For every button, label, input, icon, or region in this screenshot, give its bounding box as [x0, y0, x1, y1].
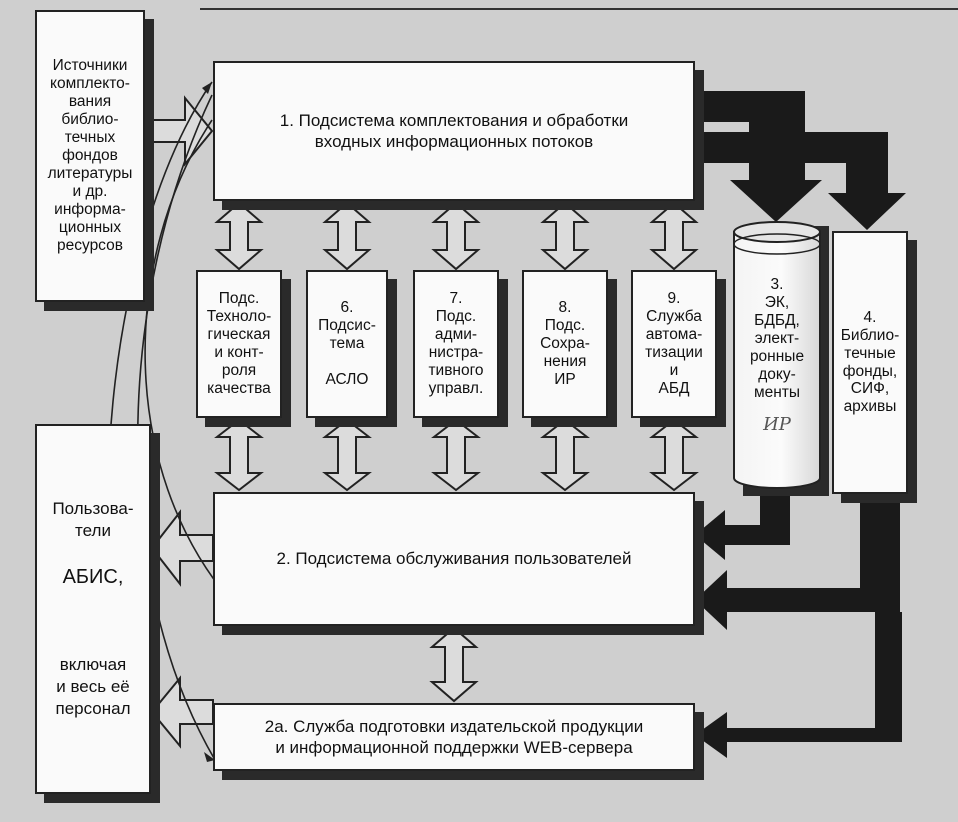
sources-box: Источники комплекто- вания библио- течны…: [35, 10, 145, 302]
curve-s1-to-s2: [144, 119, 231, 601]
arrow-s2a-to-users: [150, 675, 214, 749]
arrow-s4-to-s2: [695, 494, 900, 630]
light-arrows: [144, 95, 214, 749]
subsystem-1-box: 1. Подсистема комплектования и обработки…: [213, 61, 695, 201]
users-staff-note: включая и весь её персонал: [55, 655, 131, 719]
double-arrow-s7-s2: [431, 418, 481, 492]
subsystem-8-text: 8. Подс. Сохра- нения ИР: [540, 299, 590, 388]
double-arrow-s2-s2a: [429, 626, 479, 703]
users-abis: АБИС,: [62, 565, 124, 588]
handwritten-note: ИР: [763, 413, 791, 435]
subsystem-8-box: 8. Подс. Сохра- нения ИР: [522, 270, 608, 418]
subsystem-1-text: 1. Подсистема комплектования и обработки…: [279, 110, 629, 151]
users-label: Пользова- тели: [52, 498, 134, 540]
cylinder-s3: [733, 221, 829, 496]
subsystem-2-text: 2. Подсистема обслуживания пользователей: [276, 549, 632, 569]
quality-subsystem-box: Подс. Техноло- гическая и конт- роля кач…: [196, 270, 282, 418]
double-arrow-s1-s6: [322, 201, 372, 271]
subsystem-7-text: 7. Подс. адми- нистра- тивного управл.: [428, 290, 484, 397]
double-arrow-s1-s8: [540, 201, 590, 271]
double-arrow-s9-s2: [649, 418, 699, 492]
users-box: Пользова- тели АБИС, включая и весь её п…: [35, 424, 151, 794]
subsystem-2-box: 2. Подсистема обслуживания пользователей: [213, 492, 695, 626]
subsystem-3-cylinder: 3. ЭК, БДБД, элект- ронные доку- менты И…: [734, 218, 820, 488]
double-arrow-s1-q: [214, 201, 264, 271]
arrow-sources-to-s1: [144, 95, 214, 167]
dark-flow-arrows: [695, 91, 906, 758]
quality-subsystem-text: Подс. Техноло- гическая и конт- роля кач…: [206, 290, 272, 397]
subsystem-3-text: 3. ЭК, БДБД, элект- ронные доку- менты: [749, 276, 805, 401]
arrow-s1-to-s4: [695, 132, 906, 230]
arrow-s3-to-s2: [695, 488, 790, 560]
subsystem-2a-text: 2а. Служба подготовки издательской проду…: [264, 716, 644, 757]
double-arrows: [214, 201, 699, 703]
subsystem-4-text: 4. Библио- течные фонды, СИФ, архивы: [840, 308, 900, 416]
double-arrow-s1-s9: [649, 201, 699, 271]
double-arrow-s6-s2: [322, 418, 372, 492]
double-arrow-s1-s7: [431, 201, 481, 271]
top-rule-line: [200, 8, 958, 10]
subsystem-6-text: 6. Подсис- тема АСЛО: [318, 299, 376, 388]
sources-text: Источники комплекто- вания библио- течны…: [47, 57, 133, 254]
subsystem-4-box: 4. Библио- течные фонды, СИФ, архивы: [832, 231, 908, 494]
arrow-s4-to-s2a: [695, 612, 902, 758]
arrow-s2-to-users: [150, 509, 214, 587]
subsystem-6-box: 6. Подсис- тема АСЛО: [306, 270, 388, 418]
double-arrow-s8-s2: [540, 418, 590, 492]
subsystem-9-box: 9. Служба автома- тизации и АБД: [631, 270, 717, 418]
subsystem-2a-box: 2а. Служба подготовки издательской проду…: [213, 703, 695, 771]
subsystem-9-text: 9. Служба автома- тизации и АБД: [645, 290, 703, 397]
subsystem-7-box: 7. Подс. адми- нистра- тивного управл.: [413, 270, 499, 418]
double-arrow-q-s2: [214, 418, 264, 492]
